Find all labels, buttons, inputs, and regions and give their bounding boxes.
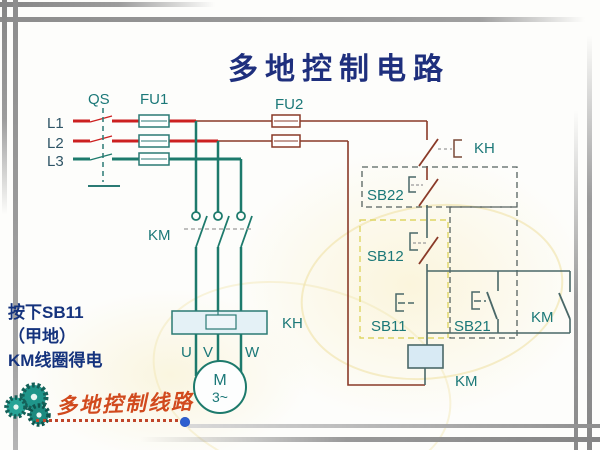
sb11-contact <box>395 293 414 312</box>
v-label: V <box>203 344 213 361</box>
kh-contact <box>418 138 462 180</box>
qs-switch <box>88 108 120 187</box>
fu2-fuses <box>271 114 301 148</box>
km-coil <box>407 344 444 385</box>
motor-label: M <box>213 372 226 389</box>
motor-branch-drops <box>194 121 243 212</box>
motor-phase-label: 3~ <box>212 389 228 405</box>
km-aux-contact <box>558 271 571 333</box>
l2-label: L2 <box>47 135 64 152</box>
motor: M 3~ <box>193 360 247 414</box>
sb22-label: SB22 <box>367 187 404 204</box>
note-line-2: （甲地） <box>8 327 76 346</box>
kh-contact-label: KH <box>474 140 495 157</box>
kh-heater-label: KH <box>282 315 303 332</box>
w-label: W <box>245 344 260 361</box>
fu1-label: FU1 <box>140 91 168 108</box>
slide-title: 多地控制电路 <box>228 53 450 86</box>
fu1-fuses <box>138 114 170 166</box>
l3-label: L3 <box>47 153 64 170</box>
qs-label: QS <box>88 91 110 108</box>
km-aux-label: KM <box>531 309 554 326</box>
sb12-label: SB12 <box>367 248 404 265</box>
footer-dotted-line <box>36 419 184 422</box>
sb11-label: SB11 <box>371 318 407 335</box>
footer-bullet-dot <box>180 417 190 427</box>
km-main-label: KM <box>148 227 171 244</box>
u-label: U <box>181 344 192 361</box>
sb21-label: SB21 <box>454 318 491 335</box>
l1-label: L1 <box>47 115 64 132</box>
sb12-contact <box>409 232 439 265</box>
sb22-contact <box>408 176 439 238</box>
gears-icon <box>4 382 51 427</box>
fu2-label: FU2 <box>275 96 303 113</box>
km-main-contacts <box>184 211 253 311</box>
note-line-3: KM线圈得电 <box>8 351 103 370</box>
note-line-1: 按下SB11 <box>8 303 84 322</box>
footer-title: 多地控制线路 <box>55 390 195 419</box>
note-block: 按下SB11 （甲地） KM线圈得电 <box>8 301 158 373</box>
thermal-overload-box <box>171 310 268 335</box>
km-coil-label: KM <box>455 373 478 390</box>
